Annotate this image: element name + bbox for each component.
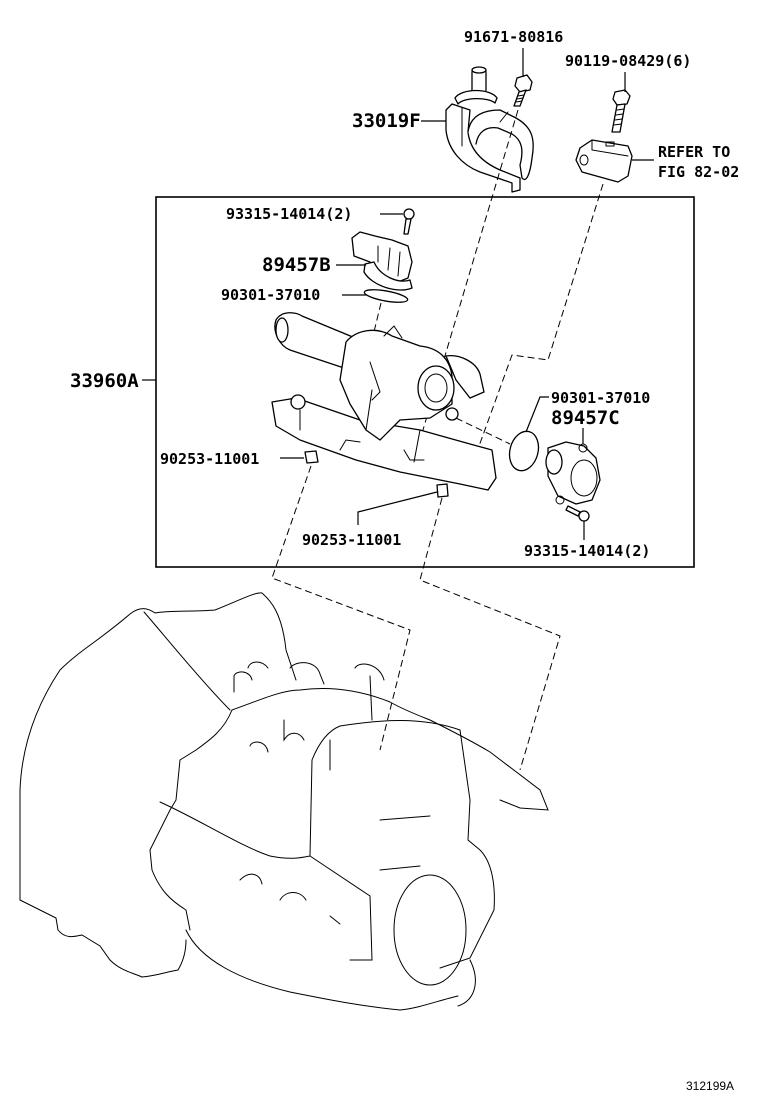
alignment-line bbox=[371, 302, 382, 341]
o-ring-upper bbox=[363, 289, 409, 303]
pin-right bbox=[436, 483, 449, 498]
alignment-line bbox=[455, 417, 511, 445]
label-pin-right: 90253-11001 bbox=[302, 531, 401, 549]
transmission-actuator-housing bbox=[271, 312, 497, 491]
shift-lever-bracket bbox=[445, 66, 534, 193]
screw-upper bbox=[403, 208, 415, 235]
alignment-line bbox=[271, 465, 411, 751]
label-screw-upper: 93315-14014(2) bbox=[226, 205, 352, 223]
figure-id: 312199A bbox=[686, 1079, 734, 1093]
bolt-91671 bbox=[513, 74, 533, 107]
bolt-90119 bbox=[611, 89, 631, 133]
label-oring-right: 90301-37010 bbox=[551, 389, 650, 407]
label-bracket: 33019F bbox=[352, 110, 421, 132]
label-pin-left: 90253-11001 bbox=[160, 450, 259, 468]
pin-left bbox=[304, 450, 319, 464]
transaxle-assembly bbox=[19, 592, 549, 1011]
leader-pin-right bbox=[357, 491, 438, 525]
label-bolt-set: 90119-08429(6) bbox=[565, 52, 691, 70]
label-oring-upper: 90301-37010 bbox=[221, 286, 320, 304]
actuator-89457b bbox=[351, 231, 413, 291]
mount-block bbox=[575, 139, 633, 183]
label-bolt-top: 91671-80816 bbox=[464, 28, 563, 46]
screw-lower bbox=[565, 505, 590, 522]
leader-oring-right bbox=[525, 396, 549, 433]
label-actuator-b: 89457B bbox=[262, 254, 331, 276]
alignment-line bbox=[419, 497, 561, 771]
label-screw-lower: 93315-14014(2) bbox=[524, 542, 650, 560]
label-actuator-c: 89457C bbox=[551, 407, 620, 429]
label-assembly: 33960A bbox=[70, 370, 139, 392]
alignment-line bbox=[465, 183, 604, 483]
label-refer-1: REFER TO bbox=[658, 143, 730, 161]
actuator-89457c bbox=[545, 441, 601, 505]
label-refer-2: FIG 82-02 bbox=[658, 163, 739, 181]
o-ring-right bbox=[508, 430, 540, 472]
assembly-frame bbox=[155, 196, 695, 568]
